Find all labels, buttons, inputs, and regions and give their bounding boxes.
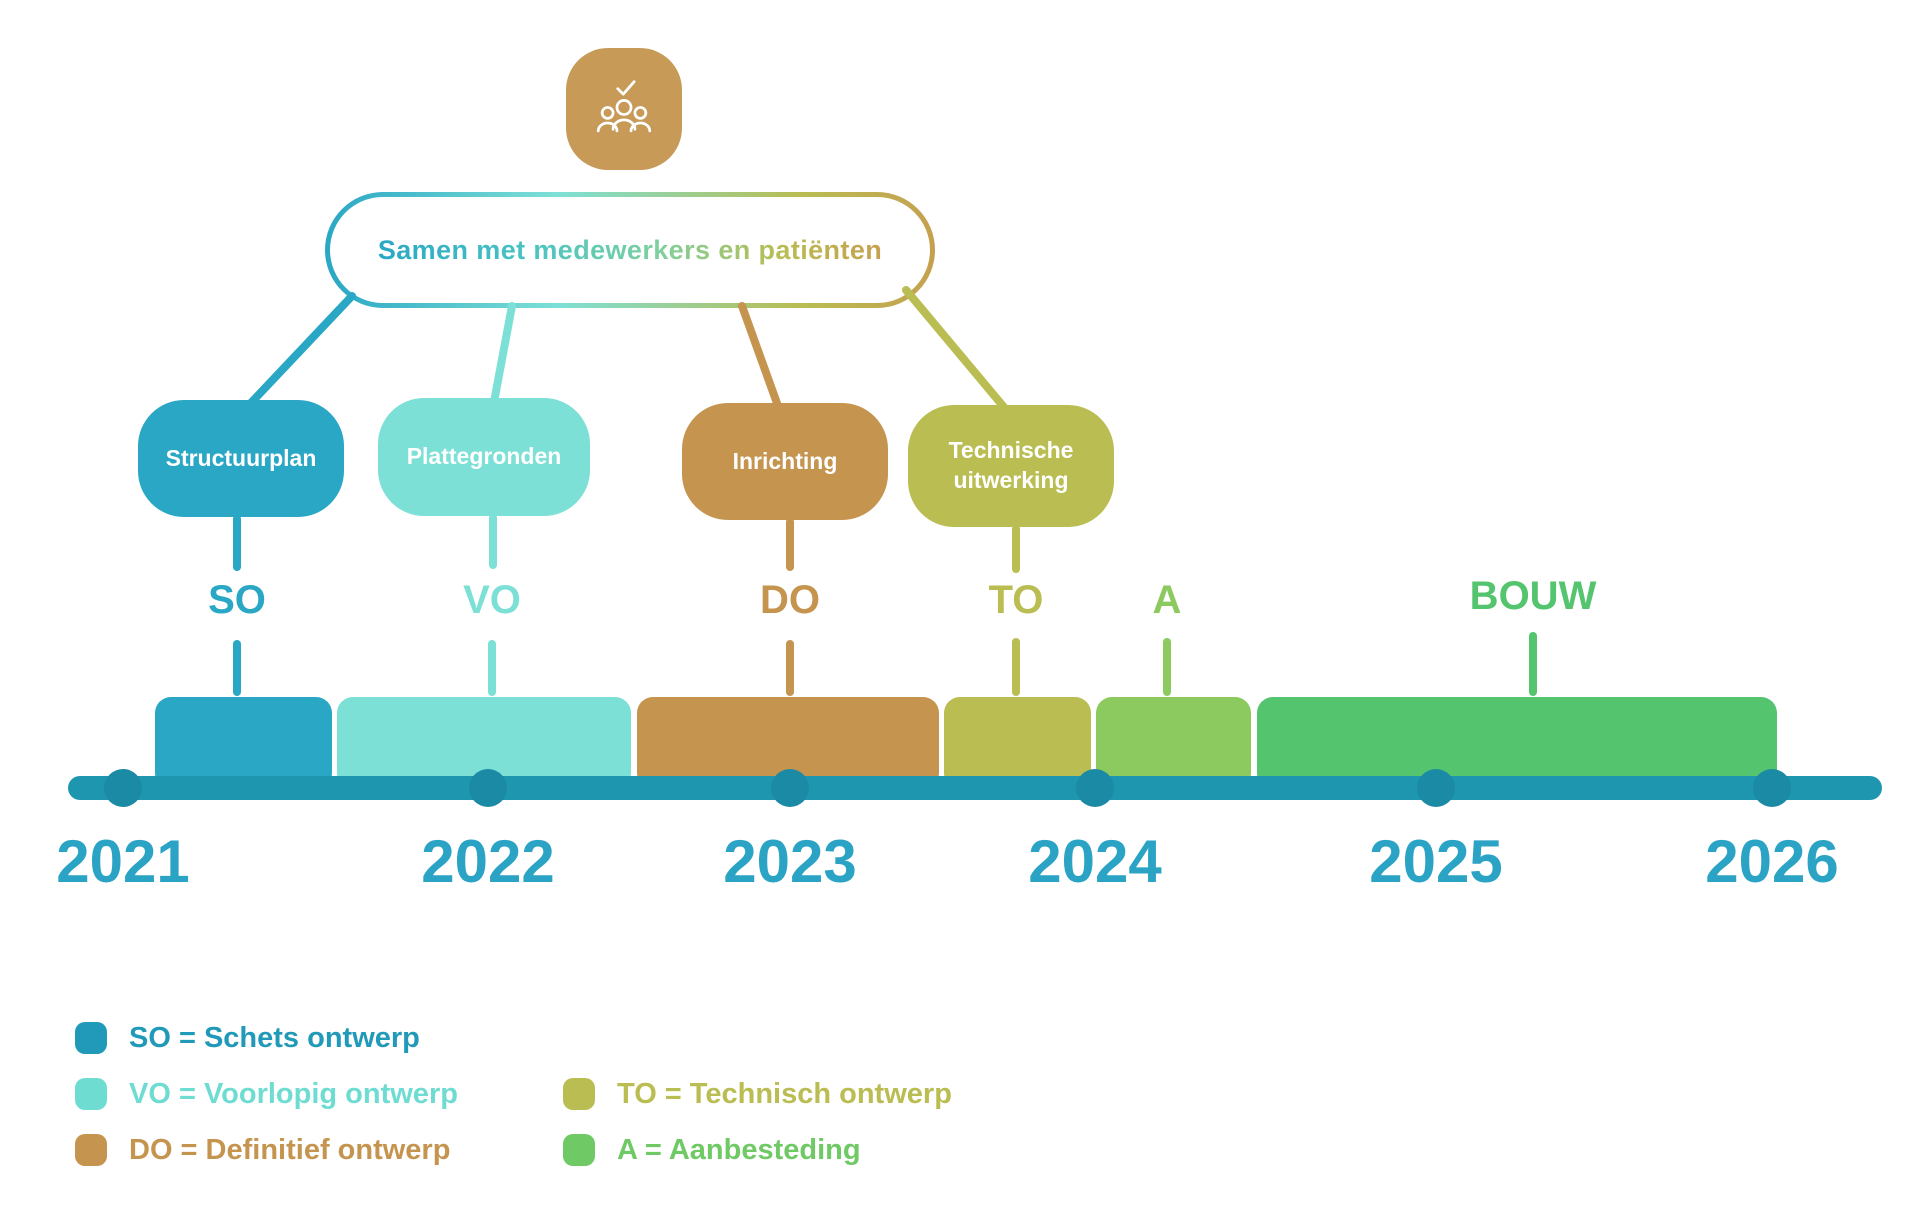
- phase-box-label: Technische uitwerking: [948, 437, 1074, 493]
- phase-abbr-a: A: [1152, 578, 1182, 622]
- year-label-2023: 2023: [723, 828, 857, 895]
- people-check-icon: [566, 48, 682, 170]
- phase-box-structuurplan: Structuurplan: [138, 400, 344, 517]
- legend-item-vo: VO = Voorlopig ontwerp: [75, 1078, 458, 1110]
- legend-swatch-do: [75, 1134, 107, 1166]
- timeline-dot-2023: [771, 769, 809, 807]
- phase-abbr-so: SO: [208, 578, 266, 622]
- year-label-2021: 2021: [56, 828, 190, 895]
- legend-item-to: TO = Technisch ontwerp: [563, 1078, 952, 1110]
- legend-item-do: DO = Definitief ontwerp: [75, 1134, 450, 1166]
- timeline-segment-a: [1096, 697, 1251, 789]
- banner-text: Samen met medewerkers en patiënten: [377, 234, 883, 265]
- legend-label: SO = Schets ontwerp: [129, 1021, 420, 1054]
- legend-label: VO = Voorlopig ontwerp: [129, 1077, 458, 1110]
- tick-a: [1163, 638, 1171, 696]
- phase-abbr-vo: VO: [463, 578, 521, 622]
- year-label-2026: 2026: [1705, 828, 1839, 895]
- timeline-dot-2024: [1076, 769, 1114, 807]
- year-label-2025: 2025: [1369, 828, 1503, 895]
- stem-do: [786, 518, 794, 571]
- tick-so: [233, 640, 241, 696]
- banner-pill: Samen met medewerkers en patiënten: [325, 192, 935, 308]
- legend-label: TO = Technisch ontwerp: [617, 1077, 952, 1110]
- banner-pill-inner: Samen met medewerkers en patiënten: [330, 197, 930, 303]
- timeline-dot-2021: [104, 769, 142, 807]
- stem-vo: [489, 514, 497, 569]
- connector-inrichting: [738, 302, 782, 410]
- legend-item-so: SO = Schets ontwerp: [75, 1022, 420, 1054]
- legend-label: A = Aanbesteding: [617, 1133, 861, 1166]
- phase-abbr-do: DO: [760, 578, 820, 622]
- connector-lines: [244, 286, 1012, 416]
- phase-box-label: Structuurplan: [165, 444, 317, 471]
- tick-to: [1012, 638, 1020, 696]
- phase-abbr-to: TO: [988, 578, 1044, 622]
- tick-do: [786, 640, 794, 696]
- stem-so: [233, 515, 241, 571]
- legend-swatch-vo: [75, 1078, 107, 1110]
- timeline-dot-2022: [469, 769, 507, 807]
- tick-vo: [488, 640, 496, 696]
- year-label-2022: 2022: [421, 828, 555, 895]
- phase-box-plattegronden: Plattegronden: [378, 398, 590, 516]
- phase-box-label: Inrichting: [732, 447, 838, 474]
- connector-structuurplan: [244, 292, 356, 410]
- legend-item-a: A = Aanbesteding: [563, 1134, 861, 1166]
- stem-to: [1012, 525, 1020, 573]
- year-label-2024: 2024: [1028, 828, 1162, 895]
- timeline-segment-so: [155, 697, 332, 789]
- legend-label: DO = Definitief ontwerp: [129, 1133, 451, 1166]
- timeline-segment-bouw: [1257, 697, 1777, 789]
- phase-abbr-bouw: BOUW: [1469, 574, 1597, 618]
- tick-bouw: [1529, 632, 1537, 696]
- timeline-segment-to: [944, 697, 1091, 789]
- phase-box-technische-uitwerking: Technische uitwerking: [908, 405, 1114, 527]
- legend-swatch-to: [563, 1078, 595, 1110]
- timeline-dot-2025: [1417, 769, 1455, 807]
- phase-box-inrichting: Inrichting: [682, 403, 888, 520]
- legend-swatch-a: [563, 1134, 595, 1166]
- connector-technische-uitwerking: [902, 286, 1012, 416]
- legend-swatch-so: [75, 1022, 107, 1054]
- timeline-bar: [68, 776, 1882, 800]
- connector-plattegronden: [490, 302, 516, 406]
- timeline-dot-2026: [1753, 769, 1791, 807]
- phase-box-label: Plattegronden: [406, 443, 562, 470]
